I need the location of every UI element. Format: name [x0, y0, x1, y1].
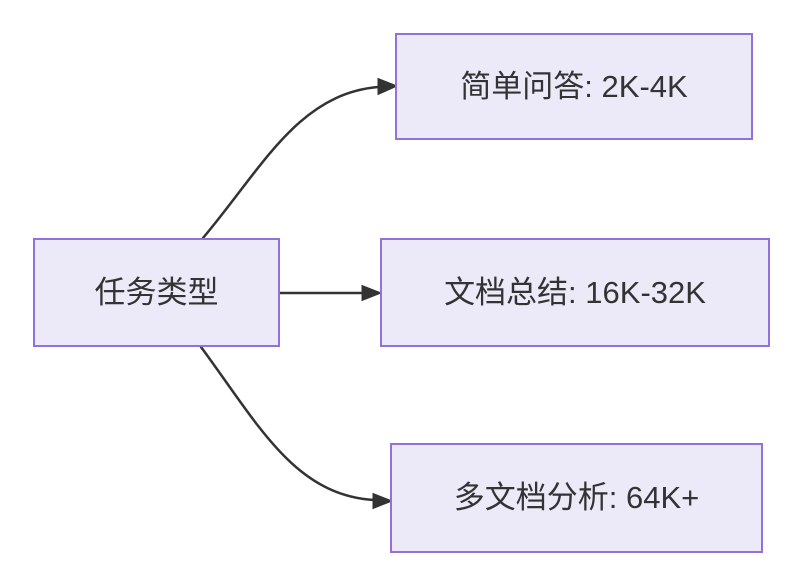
- edge-task-to-simple-qa: [201, 85, 380, 240]
- node-task-type: 任务类型: [33, 238, 280, 347]
- node-doc-summary-label: 文档总结: 16K-32K: [444, 274, 706, 310]
- node-simple-qa-label: 简单问答: 2K-4K: [460, 68, 688, 104]
- node-simple-qa: 简单问答: 2K-4K: [395, 33, 753, 140]
- node-multi-doc-analysis-label: 多文档分析: 64K+: [453, 480, 700, 516]
- arrowhead-multi-doc: [372, 492, 394, 510]
- arrowhead-simple-qa: [377, 77, 399, 96]
- node-multi-doc-analysis: 多文档分析: 64K+: [390, 443, 763, 553]
- edge-task-to-multi-doc: [199, 345, 376, 502]
- arrowhead-doc-summary: [361, 284, 383, 302]
- node-task-type-label: 任务类型: [94, 274, 219, 310]
- node-doc-summary: 文档总结: 16K-32K: [380, 238, 770, 347]
